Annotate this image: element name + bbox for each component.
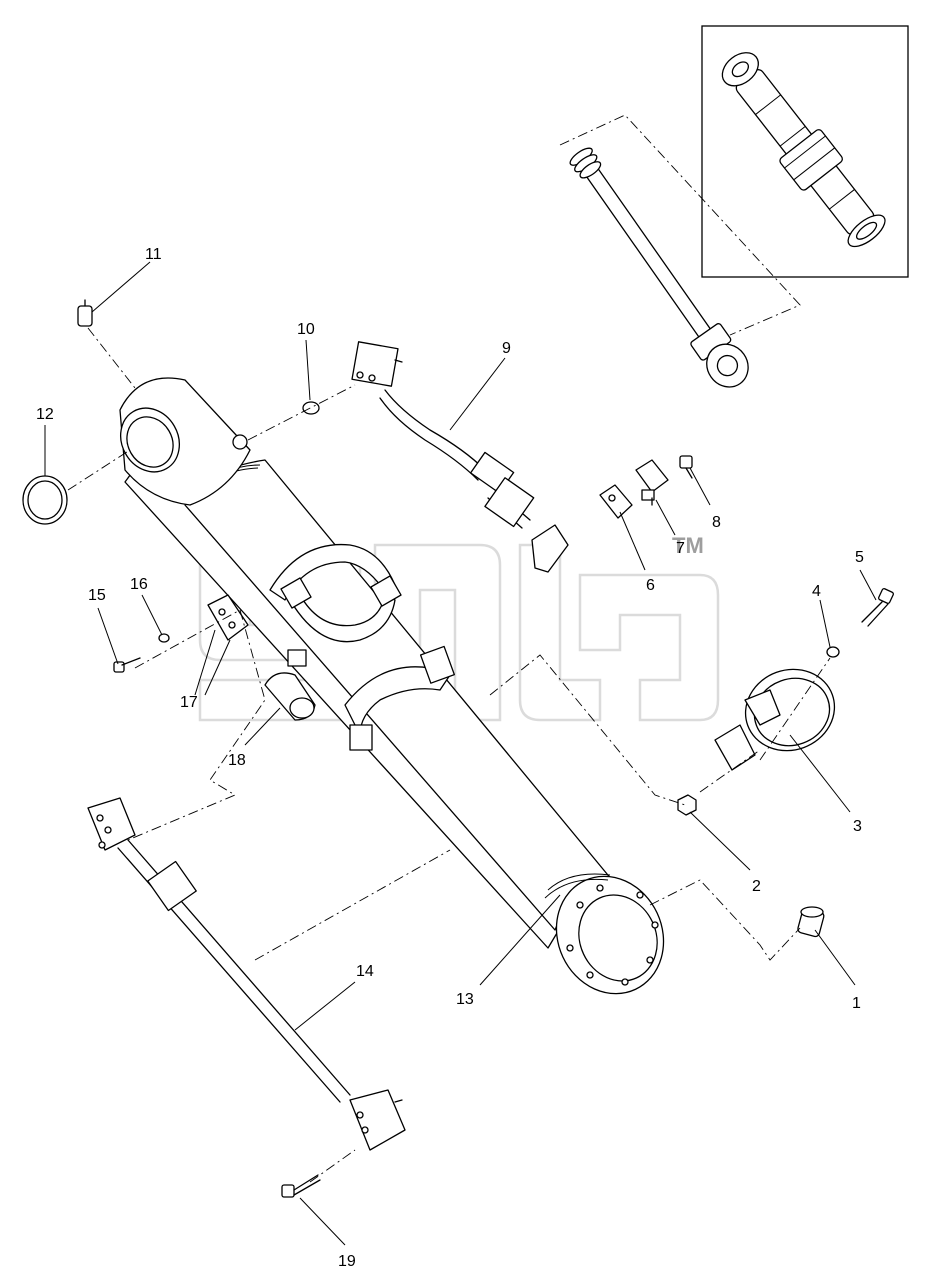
grease-nipple [77,299,93,327]
mounting-bracket [635,459,669,506]
callout-10: 10 [297,321,315,338]
spacer-bushing [264,672,316,721]
callout-13: 13 [456,991,474,1008]
lower-clamp [344,645,455,751]
piston-rod-assembly [559,114,801,388]
bolt-left [113,657,141,673]
callout-12: 12 [36,406,54,423]
seal-ring [22,475,68,525]
callout-17: 17 [180,694,198,711]
nut [677,794,697,816]
callout-8: 8 [712,514,721,531]
leader-lines [44,261,877,1246]
callouts: 1 2 3 4 5 6 7 8 9 10 11 12 13 14 15 16 1… [36,246,864,1270]
callout-9: 9 [502,340,511,357]
callout-6: 6 [646,577,655,594]
bolt-bottom [281,1174,321,1198]
callout-18: 18 [228,752,246,769]
o-ring [302,401,320,415]
callout-1: 1 [852,995,861,1012]
side-clamp [714,668,836,771]
callout-5: 5 [855,549,864,566]
callout-14: 14 [356,963,374,980]
hose-lower [87,797,406,1151]
bolt-small [679,455,693,479]
long-bolt [861,588,894,627]
washer-left [158,633,170,643]
bracket-plate [599,484,633,519]
hose-bracket [207,594,249,641]
callout-15: 15 [88,587,106,604]
callout-16: 16 [130,576,148,593]
callout-3: 3 [853,818,862,835]
alignment-lines [67,327,831,1183]
callout-2: 2 [752,878,761,895]
upper-clamp [269,543,402,667]
hose-upper [351,341,569,573]
callout-11: 11 [145,246,162,263]
callout-7: 7 [676,540,685,557]
washer [826,646,840,658]
end-bushing [797,906,825,938]
assembly-inset-view [701,25,909,278]
callout-4: 4 [812,583,821,600]
callout-19: 19 [338,1253,356,1270]
trademark-mark: TM [672,533,704,558]
